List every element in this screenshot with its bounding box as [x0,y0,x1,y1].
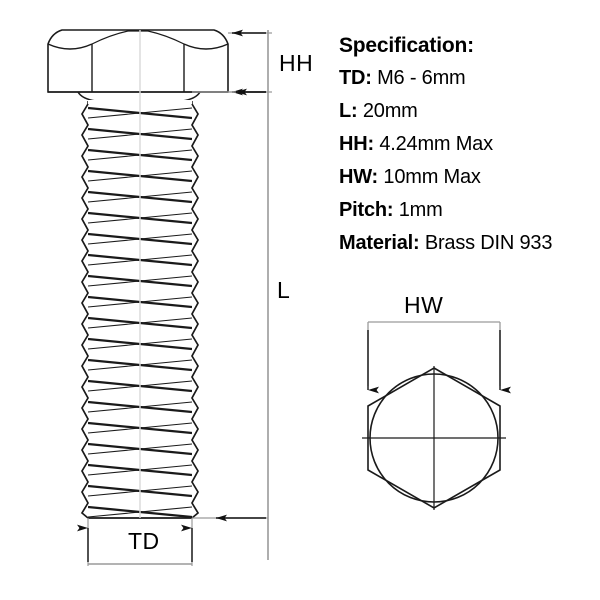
spec-value-hw: 10mm Max [383,166,481,188]
dimension-td [77,518,193,566]
spec-value-td: M6 - 6mm [377,67,466,89]
spec-key-material: Material: [339,232,420,254]
spec-row-hh: HH: 4.24mm Max [339,128,591,161]
spec-row-hw: HW: 10mm Max [339,161,591,194]
spec-key-l: L: [339,100,358,122]
thread-edge-left [80,103,89,519]
spec-key-hh: HH: [339,133,374,155]
specification-title: Specification: [339,34,474,57]
spec-row-td: TD: M6 - 6mm [339,62,591,95]
spec-value-pitch: 1mm [398,199,443,221]
thread-edge-right [191,103,200,519]
dimension-l [192,88,268,522]
spec-key-hw: HW: [339,166,379,188]
bolt-head-drawing [47,29,229,93]
dimension-label-l: L [277,277,291,303]
dimension-label-hw: HW [404,292,444,318]
dimension-hw [367,321,511,394]
spec-value-l: 20mm [362,100,418,122]
dimension-label-hh: HH [279,50,314,76]
head-end-view [362,321,511,510]
spec-row-l: L: 20mm [339,95,591,128]
dimension-hh [228,29,272,560]
spec-row-material: Material: Brass DIN 933 [339,227,591,260]
spec-key-pitch: Pitch: [339,199,394,221]
spec-value-hh: 4.24mm Max [379,133,493,155]
specification-panel: Specification: TD: M6 - 6mm L: 20mm HH: … [339,29,591,260]
spec-row-pitch: Pitch: 1mm [339,194,591,227]
dimension-label-td: TD [128,528,160,554]
spec-key-td: TD: [339,67,372,89]
spec-value-material: Brass DIN 933 [424,232,553,254]
